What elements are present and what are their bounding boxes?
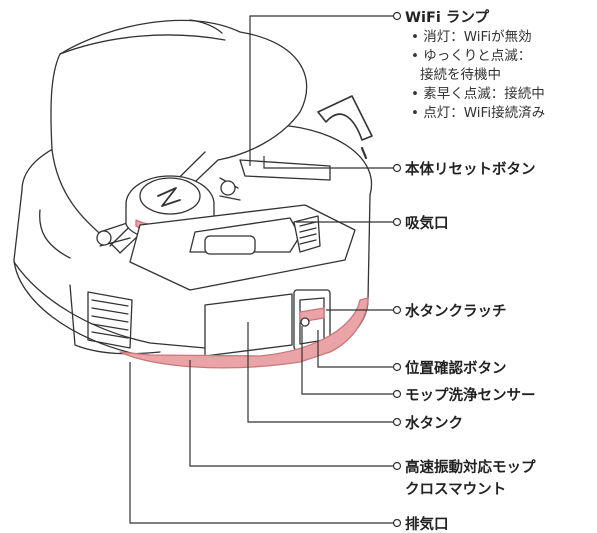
leader-reset xyxy=(263,156,393,169)
leader-tank xyxy=(247,322,393,423)
mop-mount-label-line1: 高速振動対応モップ xyxy=(405,460,536,476)
water-tank-label: 水タンク xyxy=(405,416,463,432)
lift-arrow xyxy=(317,95,373,141)
wifi-detail-slow-blink: • ゆっくりと点滅： xyxy=(411,48,532,64)
mop-mount-accent xyxy=(119,297,369,369)
wifi-detail-fast-blink: • 素早く点滅：接続中 xyxy=(411,86,545,102)
mop-mount-label-line2: クロスマウント xyxy=(405,482,507,498)
exhaust-label: 排気口 xyxy=(405,517,449,533)
wifi-detail-slow-blink-cont: 接続を待機中 xyxy=(420,67,501,83)
leader-exhaust xyxy=(129,362,393,524)
position-button-label: 位置確認ボタン xyxy=(405,361,507,377)
wifi-detail-on: • 点灯：WiFi接続済み xyxy=(411,105,546,121)
intake-label: 吸気口 xyxy=(405,216,449,232)
leader-position xyxy=(317,330,393,368)
wifi-detail-off: • 消灯：WiFiが無効 xyxy=(411,29,532,45)
wifi-lamp-label: WiFi ランプ xyxy=(405,10,489,26)
leader-wifi xyxy=(249,15,393,166)
reset-button-label: 本体リセットボタン xyxy=(405,162,536,178)
mop-sensor-label: モップ洗浄センサー xyxy=(405,388,536,404)
leader-mop-mount xyxy=(189,360,393,467)
leader-mop-sensor xyxy=(301,326,393,395)
tank-latch-label: 水タンクラッチ xyxy=(405,304,507,320)
